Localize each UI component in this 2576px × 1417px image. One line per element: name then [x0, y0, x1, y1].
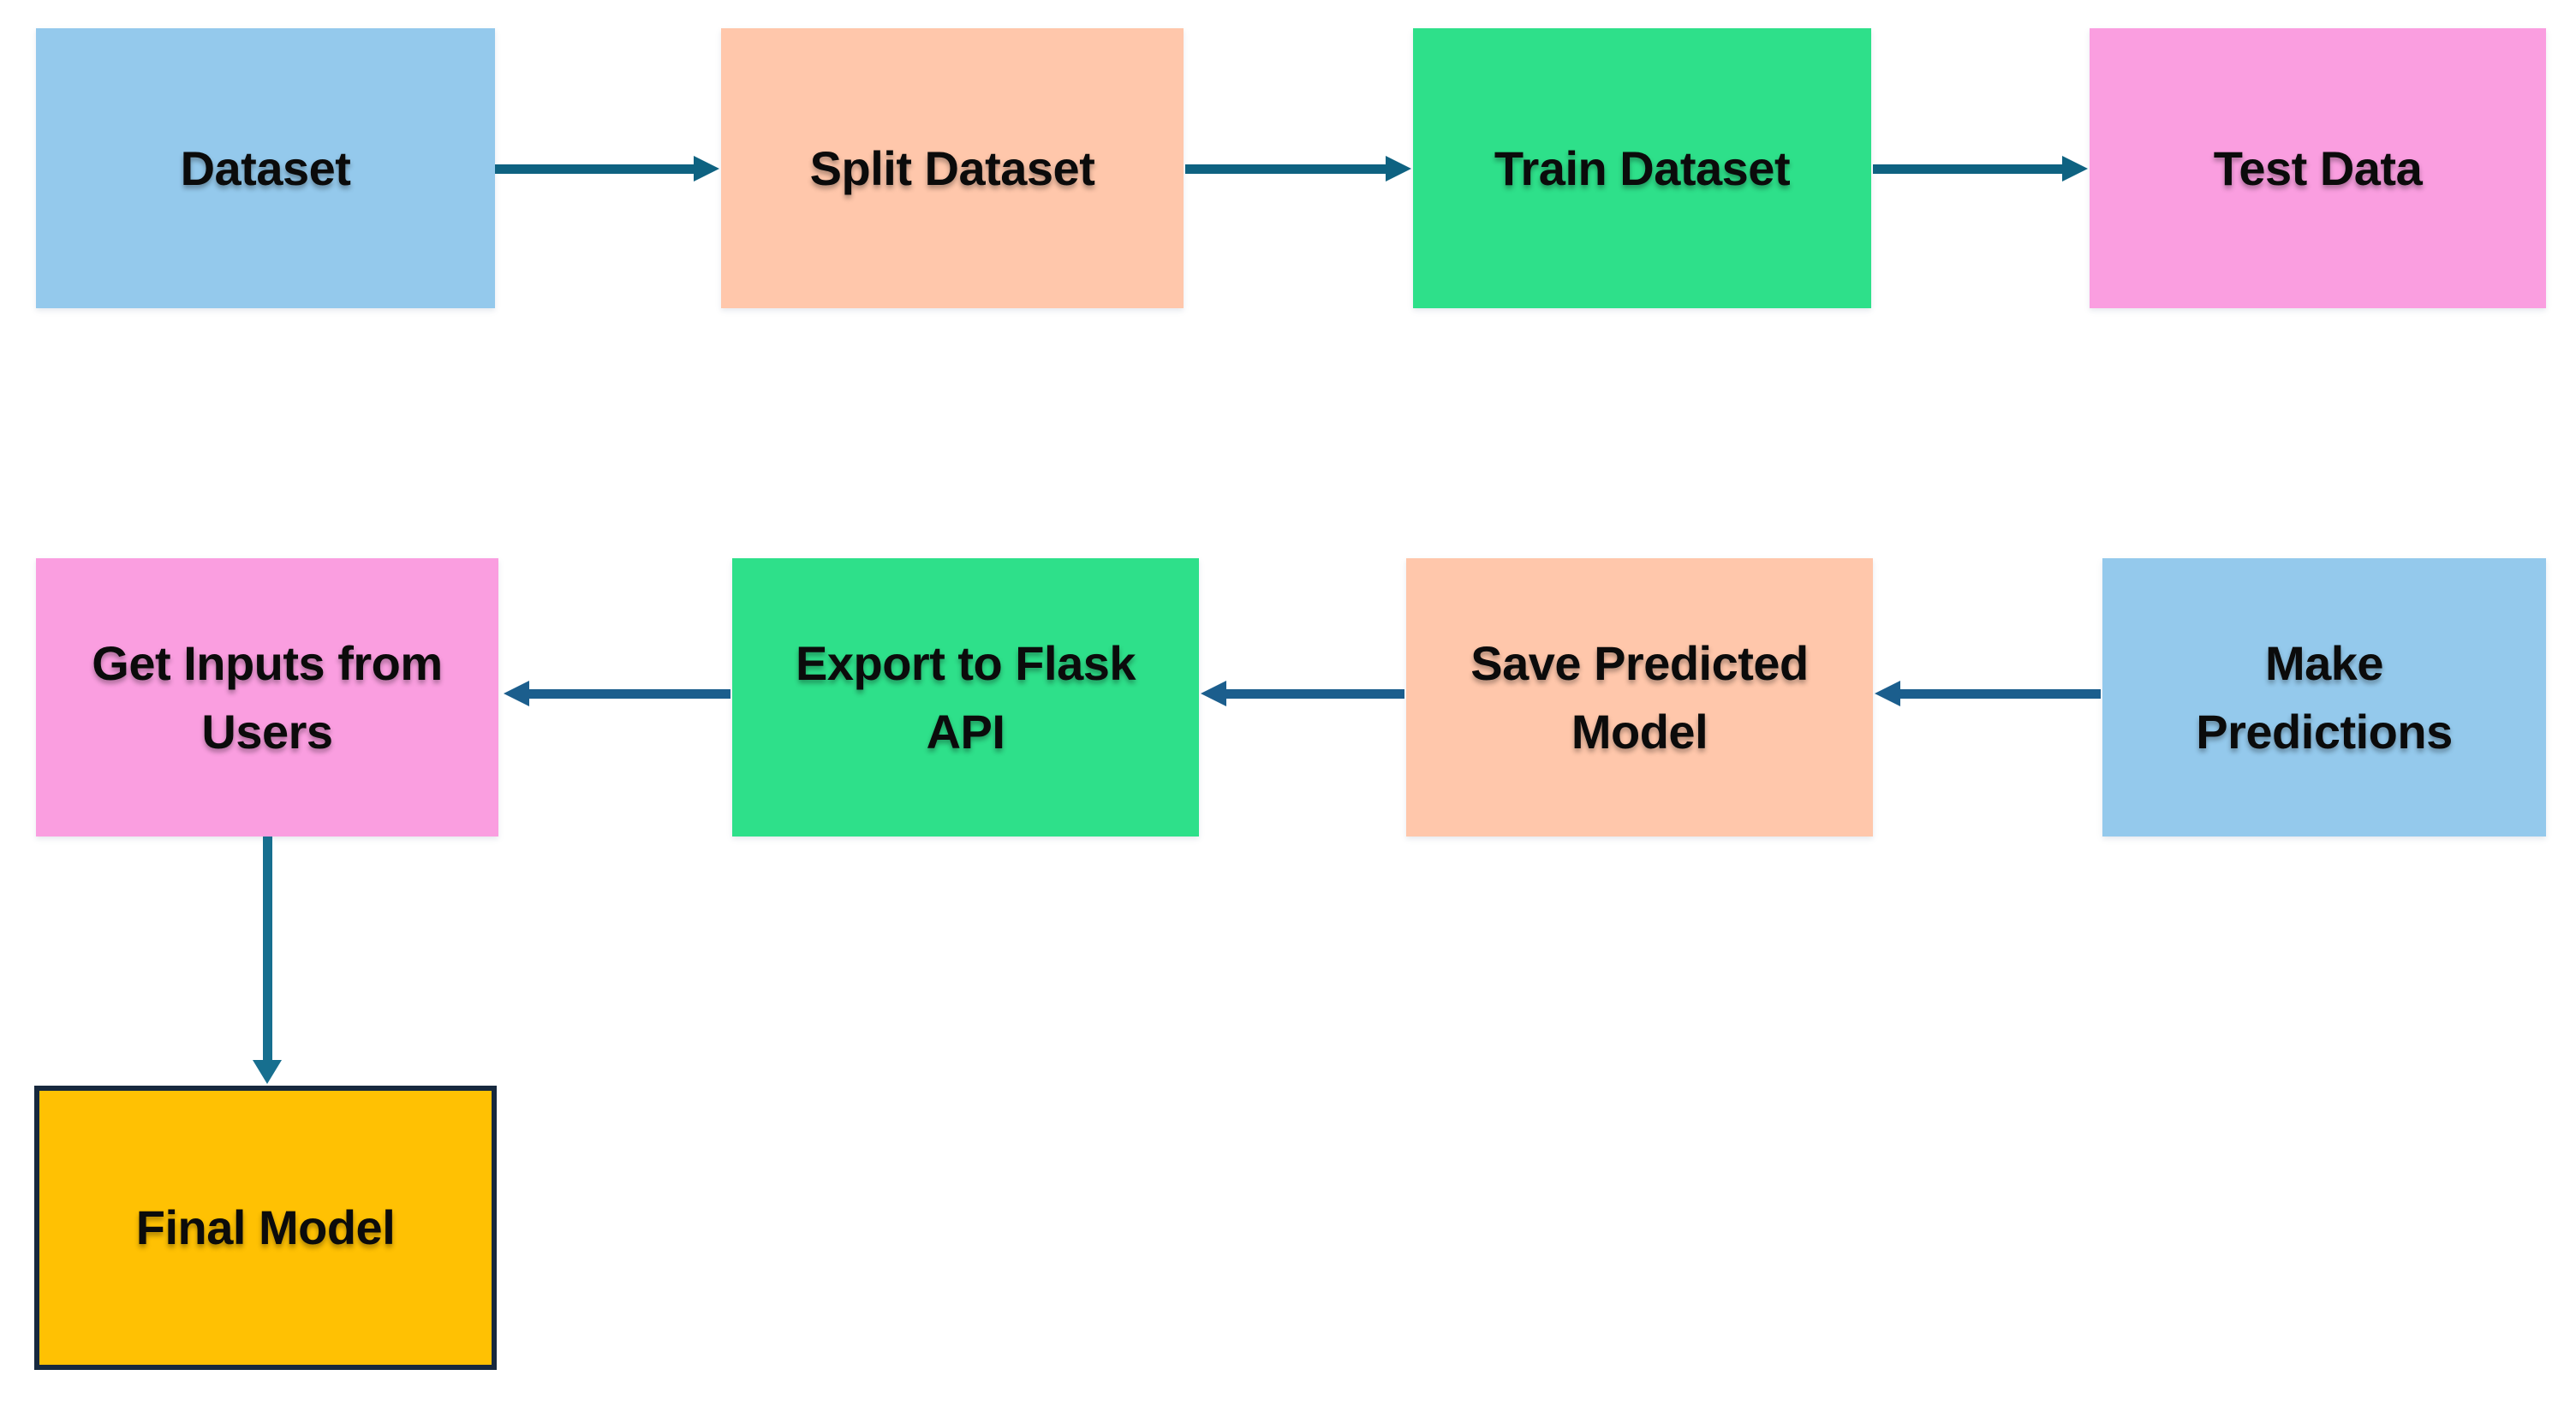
node-make-predictions-label: Make Predictions: [2196, 635, 2453, 759]
arrow-head-right-icon: [694, 156, 719, 182]
arrow-save-model-to-export-flask: [1201, 681, 1404, 706]
arrow-head-right-icon: [2062, 156, 2088, 182]
arrow-head-left-icon: [504, 681, 529, 706]
node-final-model-label: Final Model: [135, 1200, 396, 1255]
node-export-to-flask-api-label: Export to Flask API: [795, 635, 1136, 759]
node-make-predictions: Make Predictions: [2102, 558, 2546, 837]
arrow-train-dataset-to-test-data: [1873, 156, 2088, 182]
arrow-export-flask-to-get-inputs: [504, 681, 730, 706]
node-save-predicted-model: Save Predicted Model: [1406, 558, 1873, 837]
node-export-to-flask-api: Export to Flask API: [732, 558, 1199, 837]
node-split-dataset: Split Dataset: [721, 28, 1184, 308]
node-split-dataset-label: Split Dataset: [809, 140, 1095, 195]
node-test-data-label: Test Data: [2213, 140, 2423, 195]
arrow-dataset-to-split-dataset: [495, 156, 719, 182]
arrow-line: [1873, 164, 2062, 174]
arrow-head-left-icon: [1875, 681, 1900, 706]
node-train-dataset: Train Dataset: [1413, 28, 1871, 308]
node-dataset-label: Dataset: [180, 140, 351, 195]
arrow-head-down-icon: [253, 1060, 282, 1084]
arrow-line: [1185, 164, 1386, 174]
node-dataset: Dataset: [36, 28, 495, 308]
arrow-line: [1226, 688, 1404, 699]
node-get-inputs-from-users: Get Inputs from Users: [36, 558, 498, 837]
arrow-line: [529, 688, 730, 699]
node-final-model: Final Model: [34, 1086, 497, 1370]
arrow-line: [262, 837, 272, 1060]
node-get-inputs-from-users-label: Get Inputs from Users: [92, 635, 443, 759]
arrow-line: [495, 164, 694, 174]
arrow-make-predictions-to-save-model: [1875, 681, 2101, 706]
node-train-dataset-label: Train Dataset: [1494, 140, 1791, 195]
arrow-split-dataset-to-train-dataset: [1185, 156, 1411, 182]
arrow-head-left-icon: [1201, 681, 1226, 706]
node-test-data: Test Data: [2090, 28, 2546, 308]
arrow-line: [1900, 688, 2101, 699]
arrow-head-right-icon: [1386, 156, 1411, 182]
arrow-get-inputs-to-final-model: [252, 837, 283, 1084]
node-save-predicted-model-label: Save Predicted Model: [1470, 635, 1809, 759]
